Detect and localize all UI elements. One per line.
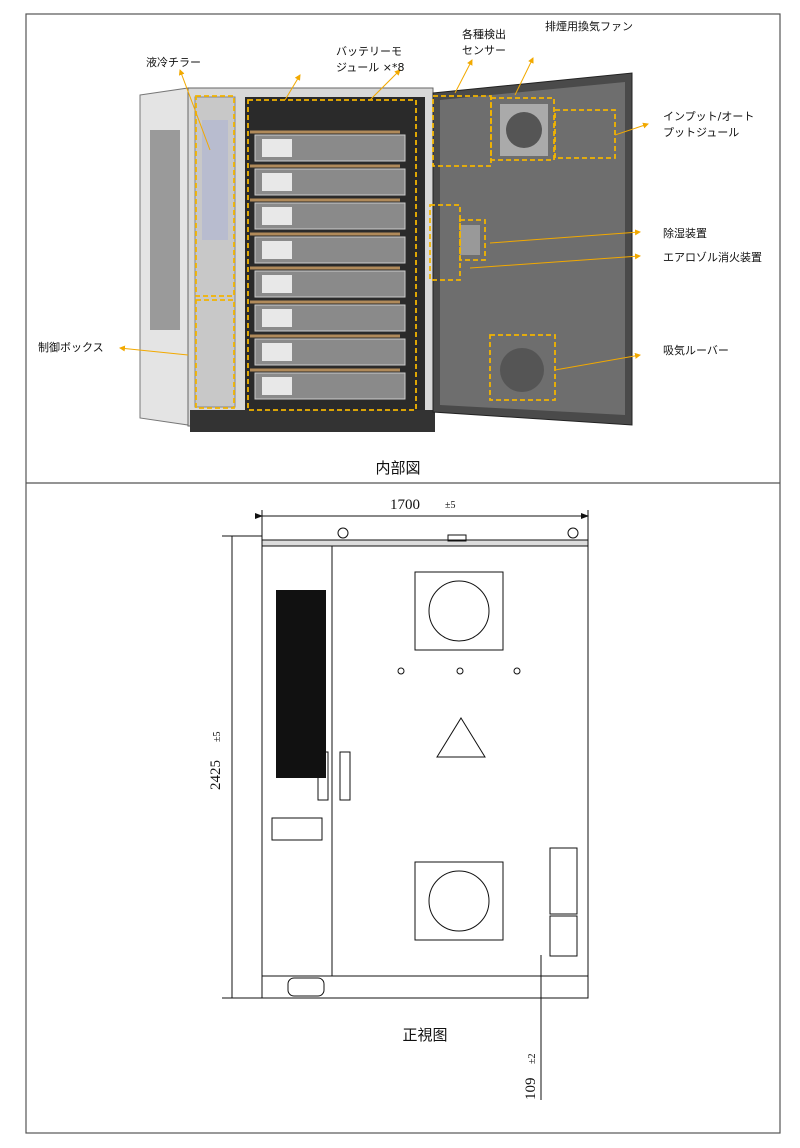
- label-io-2: プットジュール: [663, 126, 739, 139]
- battery-module-terminal: [262, 343, 292, 361]
- outer-frame: [25, 13, 781, 1134]
- label-io-1: インプット/オート: [663, 110, 754, 123]
- dimension-lines: [222, 510, 589, 1100]
- height-dimension: 2425: [208, 760, 224, 790]
- label-control-box: 制御ボックス: [38, 340, 104, 354]
- battery-module-terminal: [262, 309, 292, 327]
- battery-module-terminal: [262, 139, 292, 157]
- height-tolerance: ±5: [212, 732, 223, 743]
- label-dehumidifier: 除湿装置: [663, 226, 707, 240]
- label-louver: 吸気ルーバー: [663, 343, 729, 357]
- label-chiller: 液冷チラー: [146, 55, 201, 69]
- base-dimension: 109: [523, 1078, 539, 1101]
- callout-arrows: [119, 57, 649, 371]
- interior-caption: 内部図: [375, 459, 420, 477]
- battery-module-terminal: [262, 275, 292, 293]
- interior-cabinet-illustration: [139, 72, 633, 432]
- battery-module-terminal: [262, 207, 292, 225]
- label-sensor-2: センサー: [462, 44, 506, 57]
- battery-module-terminal: [262, 173, 292, 191]
- callout-boxes: [195, 95, 616, 411]
- label-battery-1: バッテリーモ: [336, 45, 402, 58]
- front-view-caption: 正視图: [402, 1026, 447, 1044]
- label-fan: 排煙用換気ファン: [545, 19, 633, 33]
- label-aerosol: エアロゾル消火装置: [663, 250, 762, 264]
- width-dimension: 1700: [390, 497, 420, 513]
- label-sensor-1: 各種検出: [462, 27, 506, 41]
- base-tolerance: ±2: [527, 1054, 538, 1065]
- label-battery-2: ジュール ×*8: [336, 61, 404, 74]
- width-tolerance: ±5: [445, 500, 456, 511]
- battery-module-terminal: [262, 377, 292, 395]
- front-view-drawing: [261, 527, 589, 999]
- battery-module-terminal: [262, 241, 292, 259]
